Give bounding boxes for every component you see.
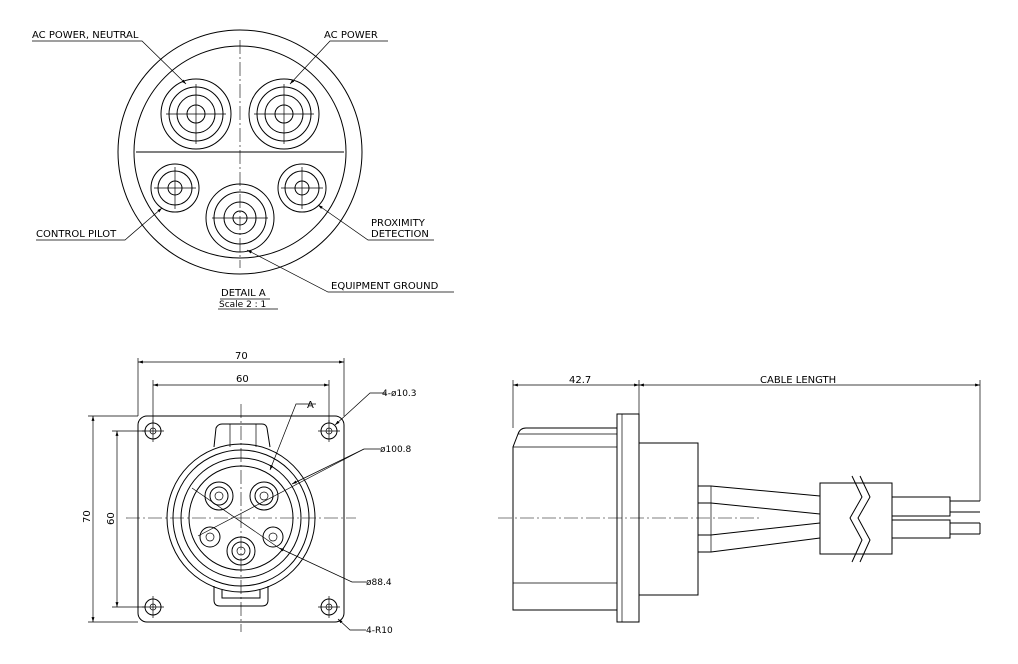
dim-width-outer: 70	[235, 351, 248, 362]
dim-width-inner: 60	[236, 374, 249, 385]
leader-ac-power	[289, 40, 388, 85]
leader-control-pilot	[36, 207, 163, 241]
top-latch	[213, 423, 271, 448]
side-view: 42.7 CABLE LENGTH	[498, 375, 981, 623]
label-proximity: PROXIMITY	[371, 218, 426, 229]
dim-depth: 42.7	[569, 375, 591, 386]
break-line-2	[857, 475, 871, 563]
dim-height-outer: 70	[82, 510, 93, 523]
label-control-pilot: CONTROL PILOT	[36, 229, 117, 240]
callout-inner-diameter: ø88.4	[366, 578, 392, 588]
label-equipment-ground: EQUIPMENT GROUND	[331, 281, 439, 292]
equipment-ground-pin	[205, 183, 275, 253]
leader-equipment-ground	[246, 249, 454, 293]
dim-cable-length: CABLE LENGTH	[760, 375, 836, 386]
break-line-1	[849, 475, 863, 563]
callout-corner-radius: 4-R10	[366, 626, 393, 636]
proximity-detection-pin	[277, 163, 327, 213]
label-detail: DETAIL A	[221, 288, 266, 299]
ac-neutral-pin	[160, 78, 232, 150]
label-ac-power: AC POWER	[324, 30, 378, 41]
callout-outer-diameter: ø100.8	[380, 445, 412, 455]
label-scale: Scale 2 : 1	[219, 300, 266, 310]
front-view: 70 60 70 60 4-ø10.3 ø100.8 ø88.4 4-R10 A	[82, 351, 417, 636]
detail-a-view: AC POWER, NEUTRAL AC POWER PROXIMITY DET…	[32, 29, 454, 310]
leader-ac-neutral	[32, 40, 187, 85]
leader-proximity	[317, 204, 434, 241]
control-pilot-pin	[150, 163, 200, 213]
rear-housing	[638, 442, 699, 596]
callout-holes: 4-ø10.3	[382, 389, 417, 399]
label-detection: DETECTION	[371, 229, 429, 240]
label-ac-power-neutral: AC POWER, NEUTRAL	[32, 30, 139, 41]
detail-outer-circle	[117, 29, 363, 275]
detail-marker-a: A	[307, 400, 314, 411]
cable-sleeve	[819, 482, 893, 555]
dim-height-inner: 60	[106, 512, 117, 525]
ac-power-pin	[248, 78, 320, 150]
